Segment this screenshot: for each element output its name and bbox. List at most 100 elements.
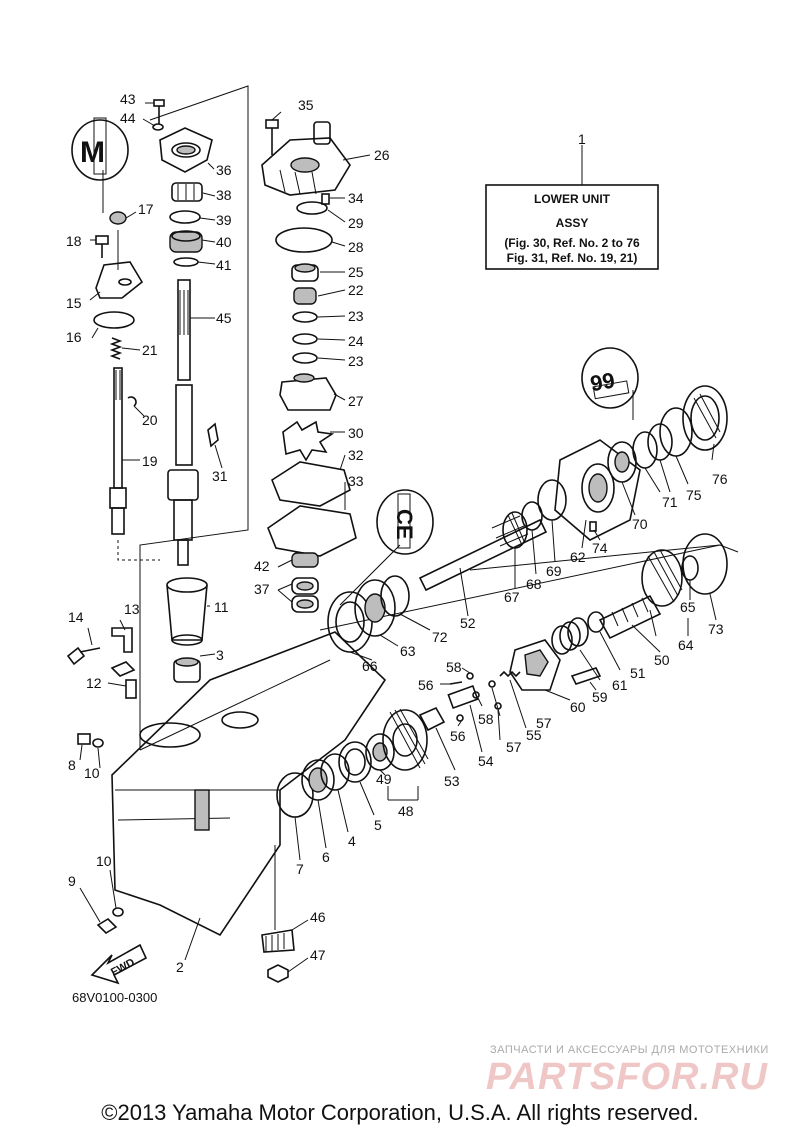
part-71-seals [632, 423, 673, 469]
part-11-sleeve [166, 577, 208, 646]
label-58b: 58 [478, 711, 494, 727]
grease-m-icon: M [71, 117, 129, 181]
label-67: 67 [504, 589, 520, 605]
label-45: 45 [216, 310, 232, 326]
label-43: 43 [120, 91, 136, 107]
part-61-spring [551, 617, 589, 655]
label-4: 4 [348, 833, 356, 849]
part-65-reverse-gear [641, 549, 699, 607]
clutch-group [418, 611, 605, 732]
label-61: 61 [612, 677, 628, 693]
label-42: 42 [254, 558, 270, 574]
assy-line4: Fig. 31, Ref. No. 19, 21) [507, 251, 638, 265]
label-47: 47 [310, 947, 326, 963]
part-53-plunger [418, 706, 446, 732]
label-37: 37 [254, 581, 270, 597]
leader-lines [79, 102, 717, 973]
label-23a: 23 [348, 308, 364, 324]
part-46-pinion [261, 929, 295, 953]
label-53: 53 [444, 773, 460, 789]
water-pump-group [261, 119, 357, 613]
part-28-oring [275, 227, 333, 253]
part-63-bearing [354, 579, 396, 637]
label-65: 65 [680, 599, 696, 615]
label-14: 14 [68, 609, 84, 625]
part-69-bearing [537, 479, 567, 521]
label-5: 5 [374, 817, 382, 833]
label-30: 30 [348, 425, 364, 441]
part-12-bolt [110, 661, 137, 699]
label-25: 25 [348, 264, 364, 280]
reverse-gear-group [327, 385, 728, 653]
part-14-bolt [66, 646, 101, 666]
label-34: 34 [348, 190, 364, 206]
reference-labels: 43 44 36 38 39 40 41 45 17 18 15 16 21 2… [66, 91, 728, 975]
label-48: 48 [398, 803, 414, 819]
label-41: 41 [216, 257, 232, 273]
label-9: 9 [68, 873, 76, 889]
label-11: 11 [214, 599, 229, 615]
label-39: 39 [216, 212, 232, 228]
part-66-oring [327, 591, 373, 653]
label-52: 52 [460, 615, 476, 631]
label-29: 29 [348, 215, 364, 231]
catalog-code: 68V0100-0300 [72, 990, 158, 1005]
label-35: 35 [298, 97, 314, 113]
part-58b-ball [472, 691, 480, 699]
callout-grease-center-icon: CE [376, 489, 434, 555]
part-31-key [207, 422, 219, 448]
part-51-washer [587, 611, 605, 633]
part-5-bearing [338, 741, 372, 783]
label-13: 13 [124, 601, 140, 617]
part-2-gearcase [111, 631, 387, 937]
part-34-pin [321, 193, 330, 205]
part-19-shift-rod [109, 367, 127, 535]
part-49-gear [365, 733, 395, 771]
part-22-seal [293, 287, 317, 305]
label-10a: 10 [84, 765, 100, 781]
label-59: 59 [592, 689, 608, 705]
label-31: 31 [212, 468, 228, 484]
label-50: 50 [654, 652, 670, 668]
label-28: 28 [348, 239, 364, 255]
label-64: 64 [678, 637, 694, 653]
label-27: 27 [348, 393, 364, 409]
part-62-housing [554, 439, 641, 541]
part-8-bolt [77, 733, 91, 745]
label-73: 73 [708, 621, 724, 637]
fwd-arrow-icon: FWD [90, 943, 148, 985]
part-26-pump-housing [261, 121, 351, 196]
label-56a: 56 [418, 677, 434, 693]
part-43-bolt [153, 99, 165, 124]
part-55-spring [499, 670, 521, 678]
watermark-logo: PARTSFOR.RU [486, 1056, 768, 1098]
part-47-nut [267, 964, 289, 983]
svg-text:M: M [80, 136, 105, 169]
label-20: 20 [142, 412, 158, 428]
label-70: 70 [632, 516, 648, 532]
part-6-bearing [301, 759, 335, 801]
part-56a-pin [449, 681, 463, 685]
part-10b-washer [112, 907, 124, 917]
label-23b: 23 [348, 353, 364, 369]
assy-box: LOWER UNIT ASSY (Fig. 30, Ref. No. 2 to … [485, 145, 659, 270]
part-74-pin [589, 521, 597, 532]
part-45-drive-shaft [167, 279, 199, 566]
part-39-shim [169, 210, 201, 224]
part-56b-pin [456, 714, 464, 722]
assy-line2: ASSY [556, 216, 589, 230]
part-50-shaft [598, 594, 662, 640]
label-46: 46 [310, 909, 326, 925]
label-6: 6 [322, 849, 330, 865]
assy-line3: (Fig. 30, Ref. No. 2 to 76 [504, 236, 640, 250]
label-60: 60 [570, 699, 586, 715]
label-36: 36 [216, 162, 232, 178]
part-16-oring [93, 311, 135, 329]
label-32: 32 [348, 447, 364, 463]
label-57b: 57 [506, 739, 522, 755]
small-left-parts: FWD [66, 627, 148, 985]
part-72-shim [380, 575, 410, 617]
label-33: 33 [348, 473, 364, 489]
part-18-bolt [95, 235, 109, 258]
part-33-plate [267, 505, 357, 557]
